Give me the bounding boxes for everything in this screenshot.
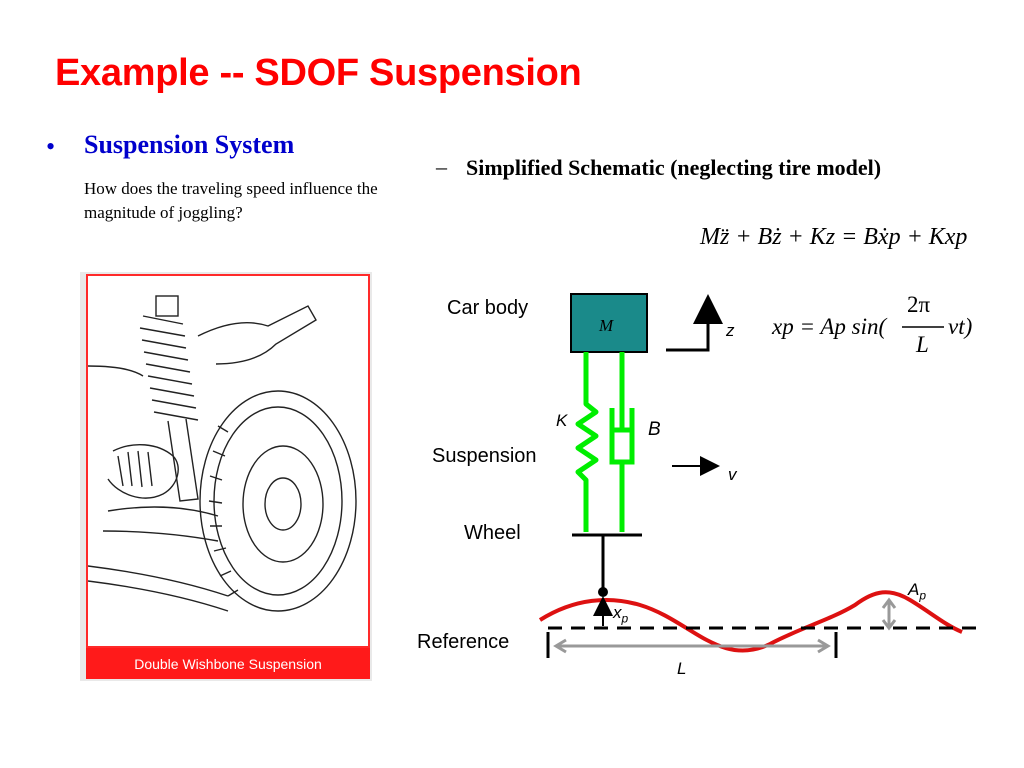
xp-label: xp	[613, 603, 628, 625]
xp-label-sub: p	[621, 611, 629, 626]
mass-block	[570, 293, 648, 353]
suspension-drawing-frame	[86, 274, 370, 648]
xp-label-main: x	[613, 603, 622, 622]
car-body-label: Car body	[447, 297, 529, 319]
mass-label: M	[599, 316, 614, 335]
equation-of-motion-text: Mz̈ + Bż + Kz = Bẋp + Kxp	[700, 224, 968, 250]
suspension-label: Suspension	[432, 445, 537, 467]
z-label: z	[726, 321, 735, 340]
bullet-body-text: How does the traveling speed influence t…	[84, 179, 378, 222]
k-label: K	[556, 411, 568, 430]
profile-equation-num: 2π	[907, 292, 931, 317]
z-arrow	[666, 294, 723, 352]
slide-title: Example -- SDOF Suspension	[55, 52, 582, 94]
profile-equation-lhs: xp = Ap sin(	[772, 314, 887, 339]
profile-equation-rhs: vt)	[948, 314, 973, 339]
reference-label: Reference	[417, 631, 510, 653]
tire-outline	[199, 390, 357, 612]
ap-label-sub: p	[919, 588, 927, 603]
wheel-contact-point	[598, 587, 608, 597]
spring-k	[575, 352, 599, 532]
equation-of-motion: Mz̈ + Bż + Kz = Bẋp + Kxp	[700, 224, 967, 251]
ap-label-main: A	[908, 580, 920, 599]
damper-b	[609, 352, 635, 532]
sub-bullet-text: Simplified Schematic (neglecting tire mo…	[466, 155, 882, 180]
suspension-photo: Double Wishbone Suspension	[80, 272, 372, 681]
bullet-heading: Suspension System	[84, 130, 295, 159]
road-profile	[538, 590, 963, 653]
bullet-marker: •	[46, 132, 56, 161]
ap-label: Ap	[908, 580, 926, 602]
l-label: L	[677, 659, 687, 678]
v-label: v	[728, 465, 737, 484]
suspension-drawing	[87, 295, 357, 612]
photo-caption: Double Wishbone Suspension	[86, 648, 370, 679]
b-label: B	[648, 419, 661, 440]
sub-bullet-dash: –	[436, 154, 447, 179]
profile-equation-den: L	[916, 332, 929, 357]
wheel-label: Wheel	[464, 522, 521, 544]
